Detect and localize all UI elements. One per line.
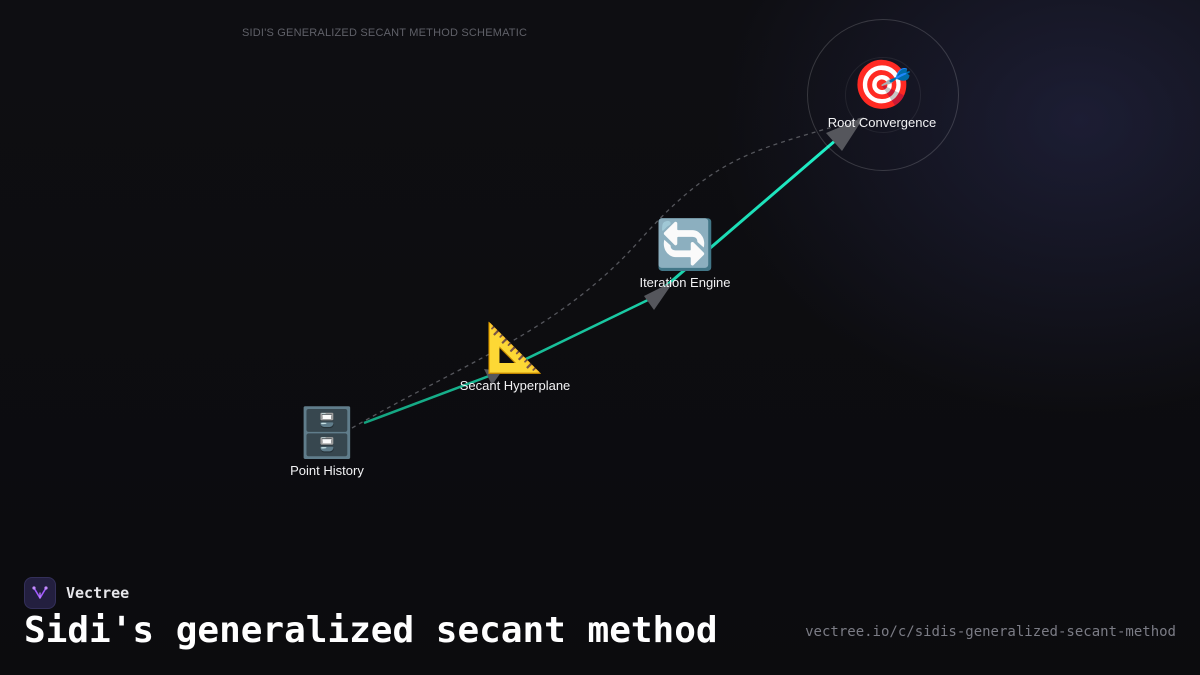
node-label: Iteration Engine — [639, 275, 731, 290]
node-label: Root Convergence — [827, 115, 937, 130]
edge-hyperplane-to-engine — [496, 296, 653, 375]
page-url[interactable]: vectree.io/c/sidis-generalized-secant-me… — [805, 624, 1176, 640]
vectree-logo-icon — [24, 577, 56, 609]
triangular-ruler-icon: 📐 — [485, 320, 545, 376]
node-iteration-engine[interactable]: 🔄 Iteration Engine — [605, 217, 765, 290]
node-point-history[interactable]: 🗄️ Point History — [247, 405, 407, 478]
root-highlight-inner-ring — [845, 57, 921, 133]
edge-history-to-hyperplane — [363, 371, 498, 425]
node-label: Secant Hyperplane — [459, 378, 571, 393]
page-title: Sidi's generalized secant method — [24, 610, 718, 651]
node-root-convergence[interactable]: 🎯 Root Convergence — [802, 57, 962, 130]
root-highlight-ring — [807, 19, 959, 171]
cycle-arrows-icon: 🔄 — [655, 217, 715, 273]
node-secant-hyperplane[interactable]: 📐 Secant Hyperplane — [435, 320, 595, 393]
target-icon: 🎯 — [852, 57, 912, 113]
brand[interactable]: Vectree — [24, 577, 129, 609]
file-cabinet-icon: 🗄️ — [297, 405, 357, 461]
diagram-caption: SIDI'S GENERALIZED SECANT METHOD SCHEMAT… — [242, 27, 528, 39]
arrowhead-engine — [644, 281, 674, 310]
edge-history-to-root-dashed — [351, 117, 863, 429]
node-label: Point History — [290, 463, 364, 478]
arrowhead-hyperplane — [484, 369, 502, 385]
edge-engine-to-root — [651, 138, 837, 300]
brand-name: Vectree — [66, 584, 130, 602]
